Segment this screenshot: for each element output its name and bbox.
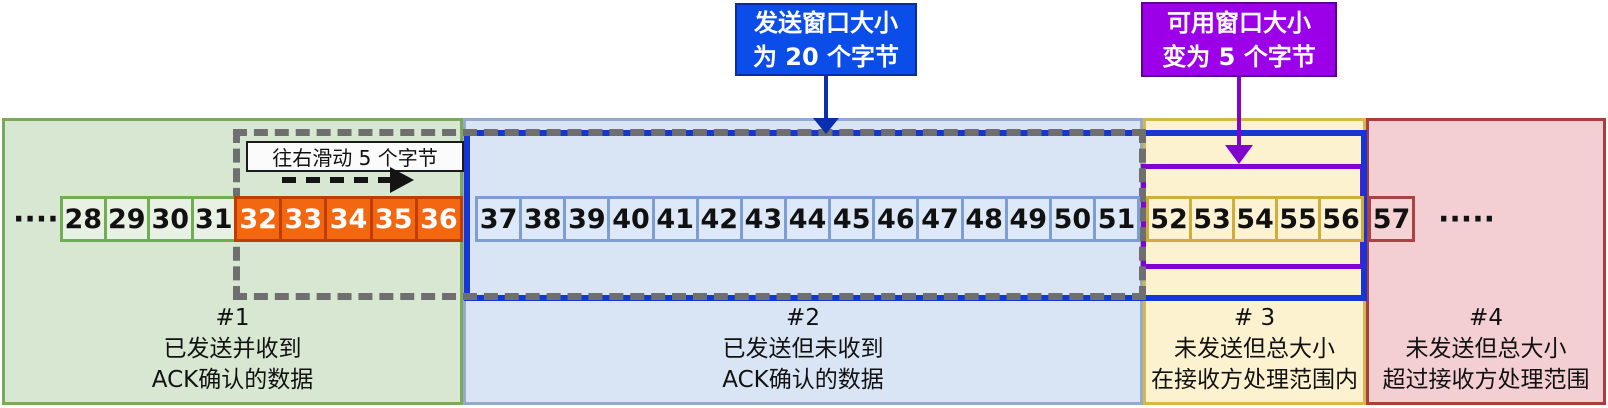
byte-cell-56: 56	[1318, 196, 1364, 242]
region-4-unsent-out-of-range: #4 未发送但总大小 超过接收方处理范围	[1366, 118, 1606, 405]
region-3-line1: 未发送但总大小	[1174, 336, 1335, 362]
region-1-number: #1	[215, 305, 250, 331]
region-3-number: # 3	[1233, 305, 1276, 331]
region-2-label: #2 已发送但未收到 ACK确认的数据	[466, 303, 1140, 396]
byte-cell-46: 46	[872, 196, 920, 242]
byte-cell-57: 57	[1368, 196, 1415, 242]
region-2-line2: ACK确认的数据	[722, 367, 884, 393]
send-window-callout-line2: 为 20 个字节	[752, 42, 900, 71]
slide-right-arrowhead-icon	[390, 167, 414, 193]
byte-cell-38: 38	[519, 196, 567, 242]
send-window-callout-line1: 发送窗口大小	[754, 8, 898, 37]
byte-cell-30: 30	[147, 196, 194, 242]
byte-cell-42: 42	[695, 196, 743, 242]
byte-cell-39: 39	[563, 196, 611, 242]
send-window-arrowhead-icon	[813, 118, 839, 134]
available-window-callout-line2: 变为 5 个字节	[1162, 42, 1316, 71]
byte-cell-44: 44	[783, 196, 832, 242]
byte-cell-52: 52	[1146, 196, 1192, 242]
region-1-line2: ACK确认的数据	[151, 367, 314, 393]
region-1-line1: 已发送并收到	[163, 336, 302, 362]
byte-cell-37: 37	[475, 196, 523, 242]
byte-cell-33: 33	[279, 196, 328, 242]
byte-cell-41: 41	[651, 196, 699, 242]
available-window-callout: 可用窗口大小 变为 5 个字节	[1141, 2, 1337, 77]
region-1-label: #1 已发送并收到 ACK确认的数据	[5, 303, 460, 396]
available-window-callout-line1: 可用窗口大小	[1167, 8, 1311, 37]
byte-cell-48: 48	[960, 196, 1008, 242]
byte-cell-49: 49	[1004, 196, 1052, 242]
byte-cell-40: 40	[607, 196, 655, 242]
byte-cell-35: 35	[369, 196, 418, 242]
byte-cell-28: 28	[60, 196, 107, 242]
byte-cell-34: 34	[324, 196, 373, 242]
byte-cell-43: 43	[739, 196, 787, 242]
byte-cell-47: 47	[916, 196, 964, 242]
available-window-arrow	[1237, 77, 1241, 145]
cell-group-beyond: 57	[1368, 196, 1415, 242]
slide-right-note: 往右滑动 5 个字节	[246, 141, 464, 172]
send-window-arrow	[824, 76, 828, 118]
byte-cell-54: 54	[1232, 196, 1278, 242]
byte-cell-31: 31	[190, 196, 237, 242]
region-4-label: #4 未发送但总大小 超过接收方处理范围	[1369, 303, 1603, 396]
send-window-callout: 发送窗口大小 为 20 个字节	[735, 3, 917, 76]
byte-cell-51: 51	[1092, 196, 1141, 242]
byte-cell-53: 53	[1189, 196, 1235, 242]
byte-cell-50: 50	[1048, 196, 1096, 242]
region-4-line2: 超过接收方处理范围	[1382, 367, 1590, 393]
right-ellipsis: ·····	[1438, 201, 1495, 237]
region-2-line1: 已发送但未收到	[722, 336, 884, 362]
byte-cell-32: 32	[234, 196, 283, 242]
region-3-line2: 在接收方处理范围内	[1151, 367, 1358, 393]
byte-cell-55: 55	[1275, 196, 1321, 242]
region-4-number: #4	[1469, 305, 1503, 331]
region-4-line1: 未发送但总大小	[1405, 336, 1567, 362]
available-window-arrowhead-icon	[1225, 145, 1253, 164]
region-2-number: #2	[786, 305, 820, 331]
region-3-label: # 3 未发送但总大小 在接收方处理范围内	[1146, 303, 1363, 396]
byte-cell-29: 29	[103, 196, 150, 242]
byte-cell-36: 36	[414, 196, 464, 242]
slide-right-dashed-arrow	[282, 177, 392, 183]
byte-cell-45: 45	[828, 196, 876, 242]
